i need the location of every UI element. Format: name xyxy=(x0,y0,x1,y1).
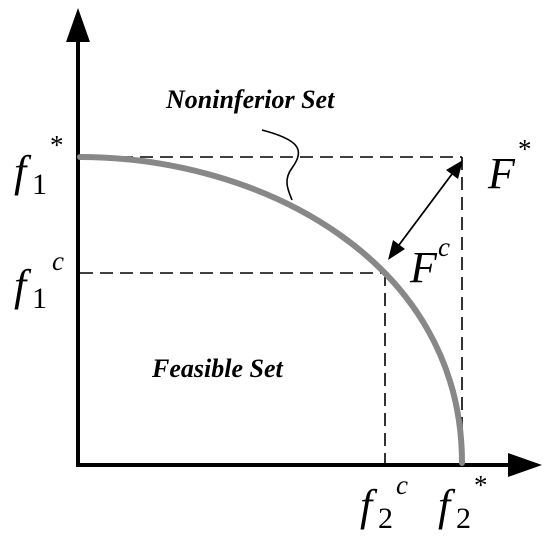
f1-star-sub: 1 xyxy=(32,168,47,201)
f2-star-sub: 2 xyxy=(456,502,471,535)
distance-arrow-shaft xyxy=(395,169,456,250)
axes xyxy=(66,8,542,477)
F-star-label: F * xyxy=(487,134,532,198)
f2-star-sup: * xyxy=(474,470,488,500)
f1-star-label: f 1 * xyxy=(14,130,64,201)
f2-star-base: f xyxy=(438,481,456,530)
F-c-label: F c xyxy=(409,232,450,292)
F-c-base: F xyxy=(409,243,438,292)
f2-c-sub: 2 xyxy=(378,502,393,535)
distance-arrowhead-top xyxy=(446,160,463,179)
f2-c-base: f xyxy=(360,481,378,530)
distance-arrow xyxy=(388,160,463,260)
y-axis-arrowhead xyxy=(66,8,90,42)
f1-c-base: f xyxy=(14,261,32,310)
noninferior-front-curve xyxy=(77,154,465,466)
f1-star-base: f xyxy=(14,147,32,196)
f1-c-label: f 1 c xyxy=(14,246,64,315)
x-axis-arrowhead xyxy=(508,453,542,477)
F-star-base: F xyxy=(487,149,516,198)
distance-arrowhead-bottom xyxy=(388,240,405,260)
noninferior-set-label: Noninferior Set xyxy=(165,85,335,114)
F-c-sup: c xyxy=(438,232,450,262)
noninferior-leader-line xyxy=(261,129,300,201)
feasible-set-label: Feasible Set xyxy=(151,354,283,383)
F-star-sup: * xyxy=(518,134,532,164)
f2-c-sup: c xyxy=(396,470,408,500)
f2-star-label: f 2 * xyxy=(438,470,488,535)
f2-c-label: f 2 c xyxy=(360,470,408,535)
f1-c-sup: c xyxy=(52,246,64,276)
guide-lines xyxy=(80,156,463,463)
f1-star-sup: * xyxy=(50,130,64,160)
f1-c-sub: 1 xyxy=(32,282,47,315)
